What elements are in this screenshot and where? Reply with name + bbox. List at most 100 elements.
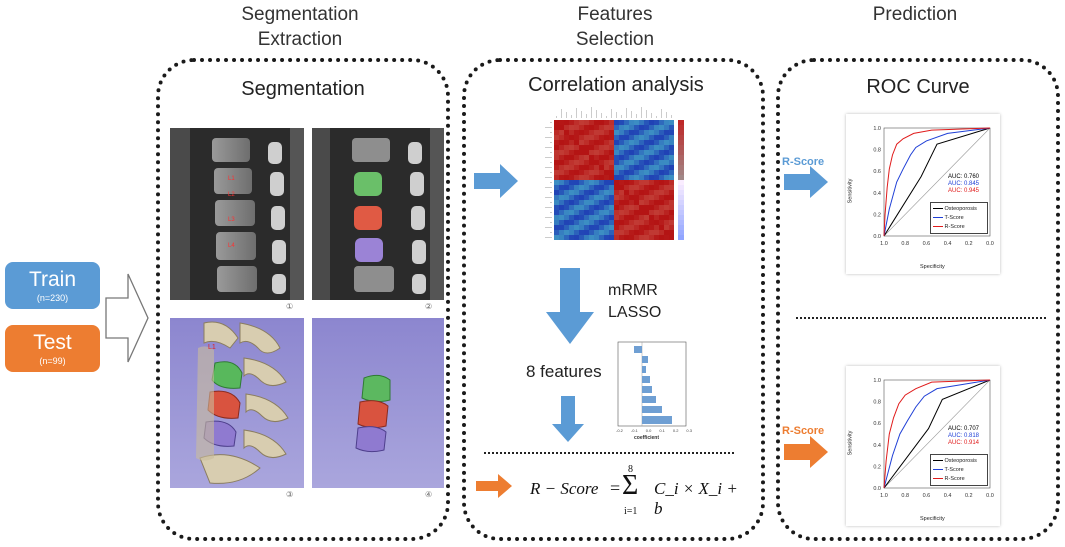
- heatmap-cell: [554, 150, 559, 155]
- heatmap-cell: [649, 220, 654, 225]
- heatmap-cell: [594, 165, 599, 170]
- heatmap-cell: [629, 180, 634, 185]
- heatmap-cell: [634, 130, 639, 135]
- heatmap-cell: [604, 185, 609, 190]
- heatmap-cell: [599, 130, 604, 135]
- heatmap-cell: [589, 220, 594, 225]
- heatmap-cell: [649, 190, 654, 195]
- heatmap-cell: [569, 150, 574, 155]
- heatmap-cell: [579, 210, 584, 215]
- heatmap-cell: [659, 150, 664, 155]
- heatmap-cell: [669, 125, 674, 130]
- heatmap-cell: [614, 210, 619, 215]
- heatmap-cell: [634, 175, 639, 180]
- heatmap-cell: [624, 140, 629, 145]
- heatmap-cell: [654, 195, 659, 200]
- heatmap-cell: [634, 185, 639, 190]
- heatmap-cell: [629, 165, 634, 170]
- heatmap-cell: [659, 230, 664, 235]
- heatmap-cell: [584, 120, 589, 125]
- heatmap-cell: [564, 205, 569, 210]
- heatmap-cell: [654, 185, 659, 190]
- heatmap-cell: [604, 180, 609, 185]
- heatmap-cell: [669, 235, 674, 240]
- roc-xtick: 0.0: [986, 241, 994, 247]
- heatmap-cell: [634, 205, 639, 210]
- heatmap-cell: [624, 210, 629, 215]
- heatmap-cell: [654, 170, 659, 175]
- heatmap-cell: [649, 200, 654, 205]
- heatmap-cell: [644, 130, 649, 135]
- heatmap-cell: [664, 140, 669, 145]
- heatmap-cell: [609, 210, 614, 215]
- heatmap-cell: [634, 125, 639, 130]
- heatmap-cell: [584, 220, 589, 225]
- heatmap-cell: [669, 225, 674, 230]
- heatmap-cell: [554, 180, 559, 185]
- heatmap-cell: [624, 195, 629, 200]
- heatmap-cell: [604, 160, 609, 165]
- heatmap-cell: [559, 175, 564, 180]
- heatmap-cell: [584, 235, 589, 240]
- heatmap-cell: [589, 225, 594, 230]
- heatmap-cell: [619, 130, 624, 135]
- heatmap-cell: [589, 155, 594, 160]
- heatmap-cell: [609, 120, 614, 125]
- heatmap-cell: [599, 235, 604, 240]
- heatmap-cell: [569, 185, 574, 190]
- heatmap-cell: [609, 225, 614, 230]
- heatmap-cell: [579, 235, 584, 240]
- heatmap-cell: [609, 165, 614, 170]
- roc-xtick: 0.4: [944, 241, 952, 247]
- heatmap-cell: [664, 185, 669, 190]
- heatmap-cell: [589, 200, 594, 205]
- heatmap-cell: [589, 170, 594, 175]
- heatmap-cell: [594, 215, 599, 220]
- heatmap-cell: [594, 220, 599, 225]
- heatmap-cell: [644, 235, 649, 240]
- heatmap-cell: [564, 145, 569, 150]
- heatmap-cell: [594, 175, 599, 180]
- heatmap-cell: [599, 215, 604, 220]
- heatmap-cell: [659, 160, 664, 165]
- heatmap-cell: [634, 150, 639, 155]
- heatmap-cell: [624, 230, 629, 235]
- heatmap-cell: [639, 200, 644, 205]
- heatmap-cell: [559, 225, 564, 230]
- heatmap-cell: [569, 125, 574, 130]
- formula-rhs: C_i × X_i + b: [654, 479, 738, 518]
- heatmap-cell: [604, 130, 609, 135]
- heatmap-cell: [629, 130, 634, 135]
- features-panel-title: Correlation analysis: [528, 74, 704, 96]
- heatmap-cell: [614, 235, 619, 240]
- roc-ytick: 0.0: [873, 486, 881, 492]
- heatmap-cell: [614, 160, 619, 165]
- roc-xtick: 0.8: [901, 241, 909, 247]
- heatmap-cell: [599, 150, 604, 155]
- heatmap-cell: [574, 190, 579, 195]
- heatmap-cell: [564, 180, 569, 185]
- colorbar-cell: [678, 230, 684, 235]
- heatmap-cell: [599, 200, 604, 205]
- colorbar-cell: [678, 175, 684, 180]
- heatmap-cell: [624, 175, 629, 180]
- heatmap-cell: [619, 135, 624, 140]
- heatmap-cell: [559, 200, 564, 205]
- heatmap-cell: [594, 160, 599, 165]
- heatmap-cell: [629, 190, 634, 195]
- heatmap-cell: [554, 160, 559, 165]
- heatmap-cell: [574, 205, 579, 210]
- heatmap-cell: [589, 125, 594, 130]
- heatmap-cell: [569, 170, 574, 175]
- heatmap-cell: [669, 190, 674, 195]
- heatmap-cell: [669, 175, 674, 180]
- colorbar-cell: [678, 220, 684, 225]
- heatmap-cell: [614, 120, 619, 125]
- legend-item: R-Score: [933, 224, 965, 230]
- heatmap-cell: [649, 195, 654, 200]
- heatmap-cell: [644, 150, 649, 155]
- heatmap-cell: [629, 170, 634, 175]
- heatmap-cell: [584, 185, 589, 190]
- heatmap-cell: [669, 130, 674, 135]
- heatmap-cell: [664, 220, 669, 225]
